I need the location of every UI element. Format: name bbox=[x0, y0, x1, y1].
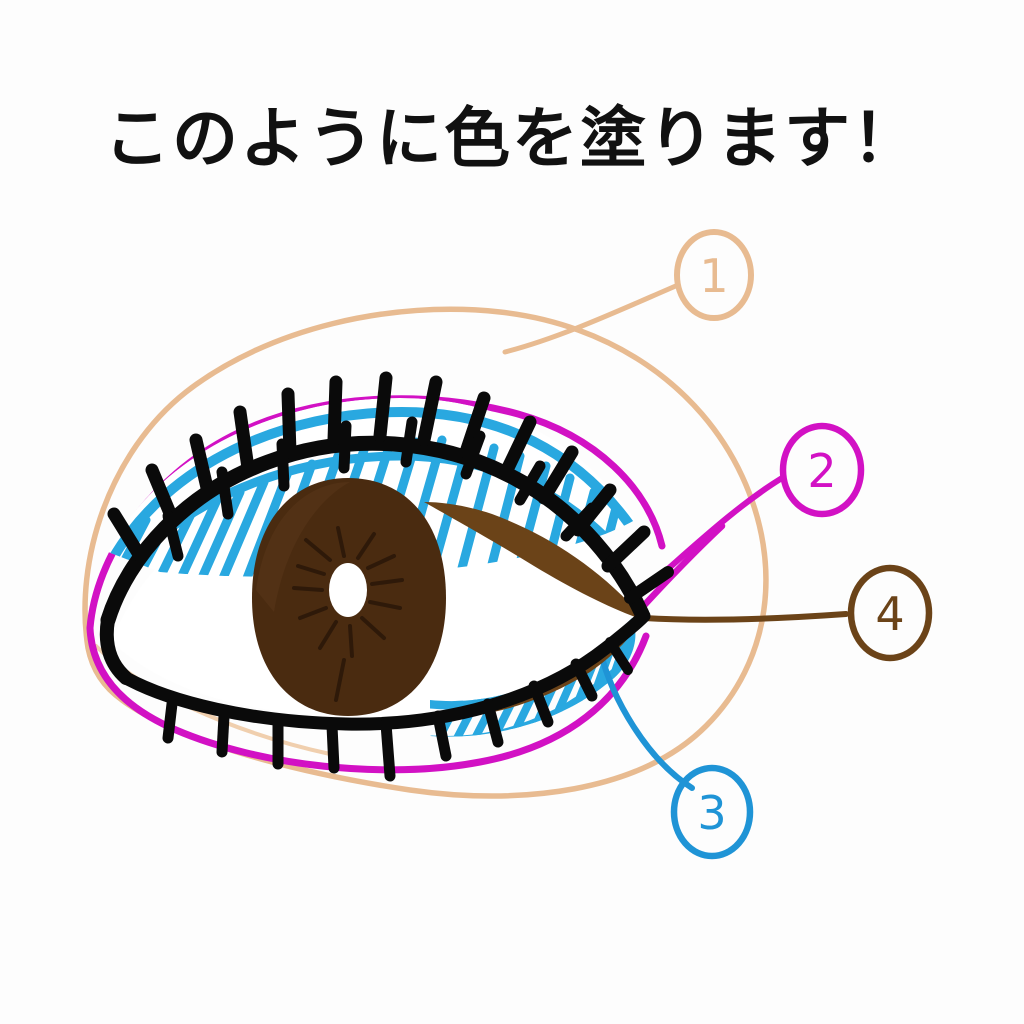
callout-2-circle bbox=[779, 422, 865, 518]
callout-1-leader-line bbox=[502, 282, 681, 355]
callout-3[interactable]: 3 bbox=[670, 764, 754, 860]
callout-3-circle bbox=[670, 764, 754, 860]
callout-4-circle bbox=[847, 564, 933, 662]
iris-striations bbox=[292, 526, 404, 702]
lower-lashes bbox=[162, 637, 633, 782]
callout-1[interactable]: 1 bbox=[674, 229, 754, 321]
page-title: このように色を塗ります！ bbox=[104, 100, 920, 177]
magenta-outer-flick bbox=[634, 522, 726, 616]
callout-3-number: 3 bbox=[697, 786, 726, 840]
callout-1-circle bbox=[674, 229, 754, 321]
magenta-lower-line bbox=[86, 624, 650, 774]
upper-lash-line bbox=[100, 435, 650, 628]
callout-4[interactable]: 4 bbox=[847, 564, 933, 662]
callout-circles-group: 1 2 3 4 bbox=[670, 229, 933, 860]
callout-3-leader-line bbox=[597, 647, 695, 791]
iris-group bbox=[252, 478, 446, 716]
callout-4-number: 4 bbox=[875, 587, 904, 641]
callout-4-leader-line bbox=[641, 611, 849, 623]
iris-shading bbox=[256, 482, 350, 612]
eyeliner-lash-group bbox=[99, 371, 674, 782]
callout-2[interactable]: 2 bbox=[779, 422, 865, 518]
callout-2-number: 2 bbox=[807, 444, 836, 498]
upper-lid-cross-lashes bbox=[162, 416, 598, 562]
pupil-highlight bbox=[329, 563, 367, 617]
callout-1-number: 1 bbox=[699, 249, 728, 303]
